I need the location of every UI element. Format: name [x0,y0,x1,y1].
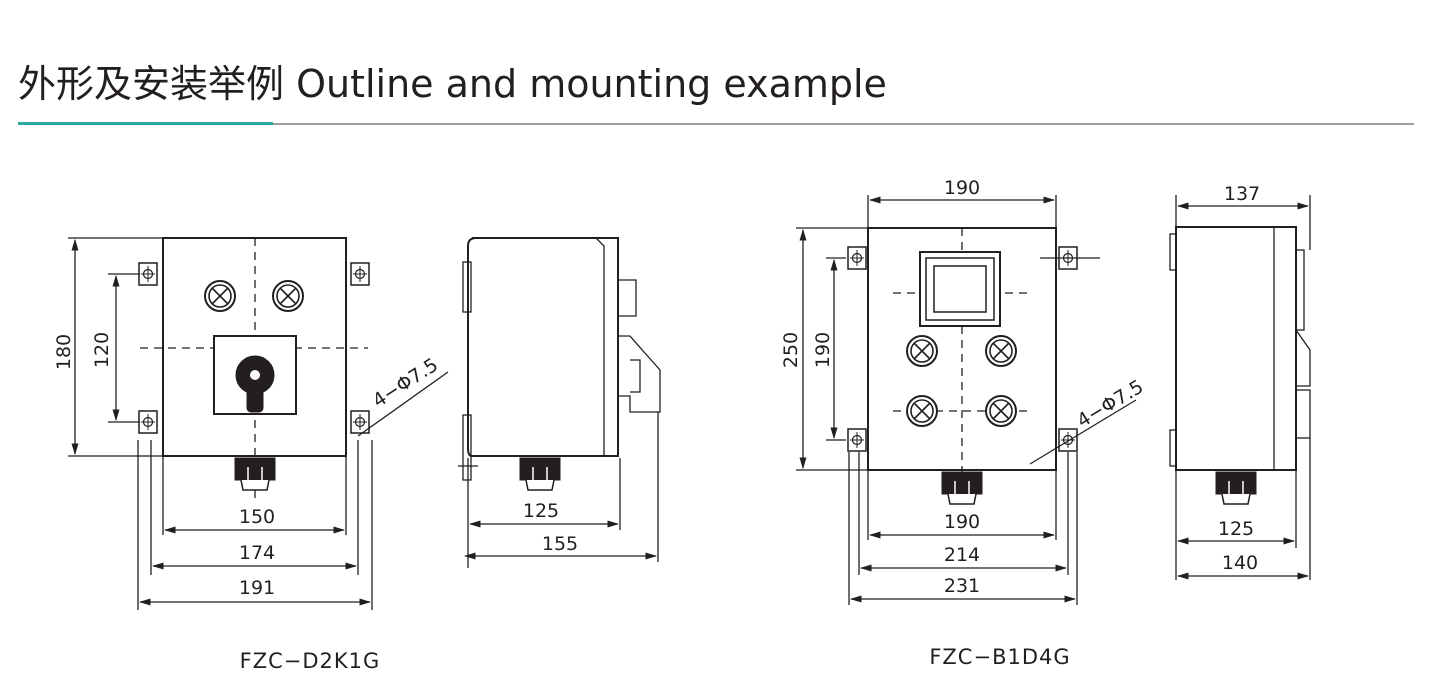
model1-front-view: 180 120 4−Φ7.5 150 174 191 [53,237,449,610]
cable-gland-icon [941,471,983,505]
dim-model2-w1: 190 [944,511,980,533]
mount-hole-tr-icon [350,262,370,286]
dim-model2-top-width: 190 [944,177,980,199]
dim-model2-side-top-width: 137 [1224,183,1260,205]
title-accent-bar [18,122,273,125]
dim-model2-side-w2: 140 [1222,552,1258,574]
title-divider [18,123,1414,125]
dim-model2-hole: 4−Φ7.5 [1073,376,1147,433]
dim-model1-w3: 191 [239,577,275,599]
model2-caption: FZC−B1D4G [929,645,1070,669]
dim-model2-w2: 214 [944,544,980,566]
rotary-switch-icon [213,335,297,415]
model2-front-view: 190 250 190 4−Φ7.5 190 214 231 [780,177,1147,605]
cable-gland-icon [234,457,276,491]
indicator-lamp-icon [272,280,304,312]
cable-gland-icon [1215,471,1257,505]
indicator-lamp-icon [204,280,236,312]
indicator-lamp-icon [906,395,938,427]
dim-model1-side-w1: 125 [523,500,559,522]
mount-hole-tl-icon [138,262,158,286]
indicator-lamp-icon [985,335,1017,367]
model1-caption: FZC−D2K1G [240,649,381,673]
model2-side-view: 137 125 140 [1169,183,1311,580]
dim-model1-side-w2: 155 [542,533,578,555]
indicator-lamp-icon [985,395,1017,427]
display-window-icon [919,251,1001,327]
dim-model2-w3: 231 [944,575,980,597]
cable-gland-icon [519,457,561,491]
mount-hole-bl-icon [847,428,867,452]
page-title: 外形及安装举例 Outline and mounting example [18,62,887,106]
dim-model1-w1: 150 [239,506,275,528]
dim-model2-side-w1: 125 [1218,518,1254,540]
dim-model2-height: 250 [780,332,802,368]
dim-model1-w2: 174 [239,542,275,564]
dim-model1-hole: 4−Φ7.5 [369,354,442,412]
indicator-lamp-icon [906,335,938,367]
mount-hole-tl-icon [847,246,867,270]
model1-side-view: 125 155 [458,237,661,568]
mount-hole-bl-icon [138,410,158,434]
mount-hole-br-icon [1058,428,1078,452]
dim-model1-inner-height: 120 [91,332,113,368]
dim-model2-inner-height: 190 [812,332,834,368]
dim-model1-height: 180 [53,334,75,370]
